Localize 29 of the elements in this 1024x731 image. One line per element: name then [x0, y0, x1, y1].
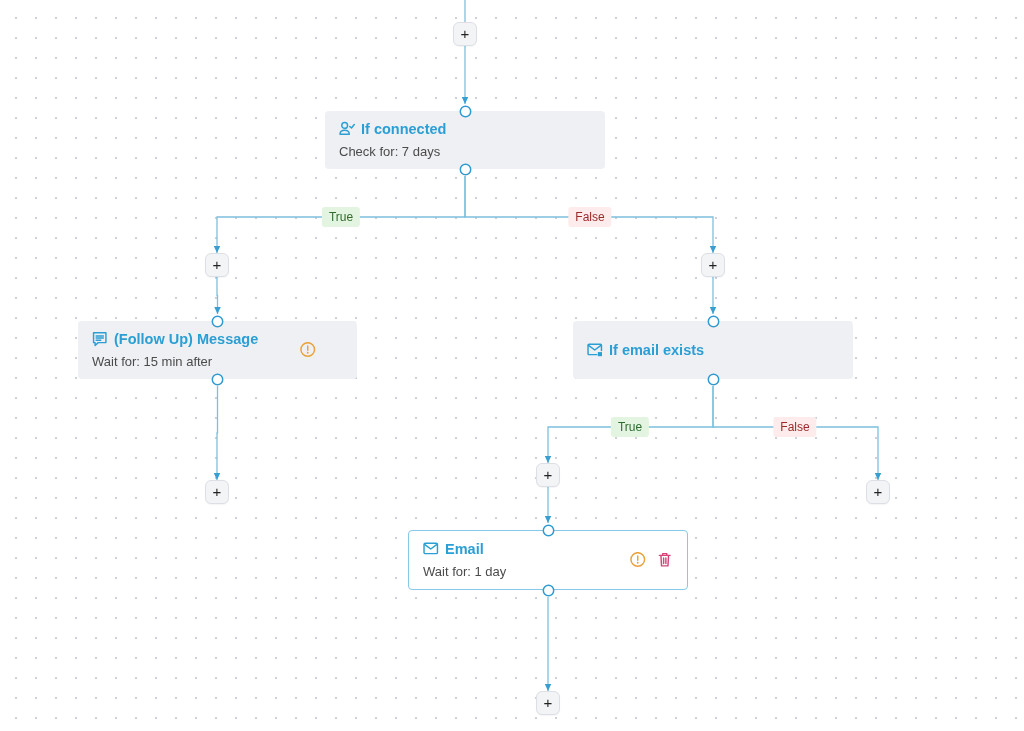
arrow: [213, 385, 221, 481]
card-subtitle: Check for: 7 days: [339, 143, 441, 161]
edge-label: False: [773, 417, 817, 437]
card-subtitle: Wait for: 15 min after: [92, 353, 213, 371]
step-card: [573, 321, 853, 379]
step-card: [325, 111, 605, 169]
step-card: [78, 321, 357, 379]
add-button: +: [701, 253, 725, 277]
arrow: [544, 486, 552, 524]
card-title: If email exists: [609, 341, 705, 360]
card-title: Email: [445, 540, 484, 559]
add-button: +: [205, 253, 229, 277]
card-subtitle: Wait for: 1 day: [423, 563, 507, 581]
add-button: +: [536, 463, 560, 487]
add-button: +: [205, 480, 229, 504]
add-button: +: [866, 480, 890, 504]
add-button: +: [453, 22, 477, 46]
edge-label: True: [610, 417, 650, 437]
arrow: [214, 276, 221, 315]
card-title: If connected: [361, 120, 447, 139]
edge-label: True: [321, 207, 361, 227]
edge-label: False: [568, 207, 612, 227]
arrow: [461, 45, 469, 105]
arrow: [709, 276, 717, 315]
add-button: +: [536, 691, 560, 715]
step-card: [408, 530, 688, 590]
connector-line: [464, 0, 466, 23]
card-title: (Follow Up) Message: [114, 330, 259, 349]
arrow: [544, 596, 552, 692]
